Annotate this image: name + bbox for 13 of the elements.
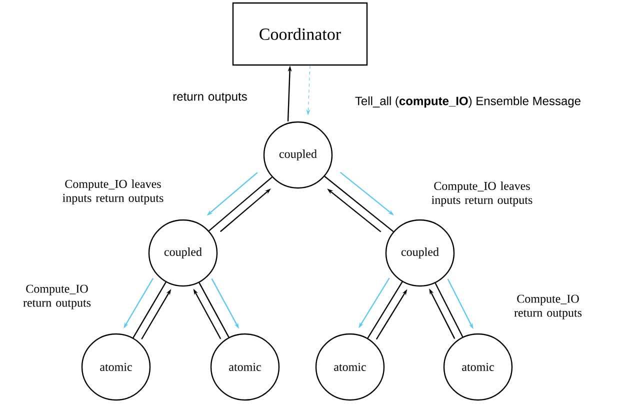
connector-line — [434, 282, 464, 338]
connector-line — [198, 282, 230, 338]
edge-label: Compute_IO return outputs — [514, 294, 582, 320]
connector-line — [324, 176, 394, 232]
coordinator-box: Coordinator — [232, 2, 368, 66]
edge-label: return outputs — [173, 92, 247, 104]
edge-label: Tell_all (compute_IO) Ensemble Message — [355, 96, 580, 108]
edge-label: Compute_IO leaves inputs return outputs — [62, 180, 164, 204]
connector-line — [367, 282, 403, 338]
connector-line — [208, 176, 272, 232]
connector-line — [132, 282, 166, 338]
edge-label: Compute_IO return outputs — [23, 284, 91, 310]
edge-label: Compute_IO leaves inputs return outputs — [432, 182, 532, 206]
